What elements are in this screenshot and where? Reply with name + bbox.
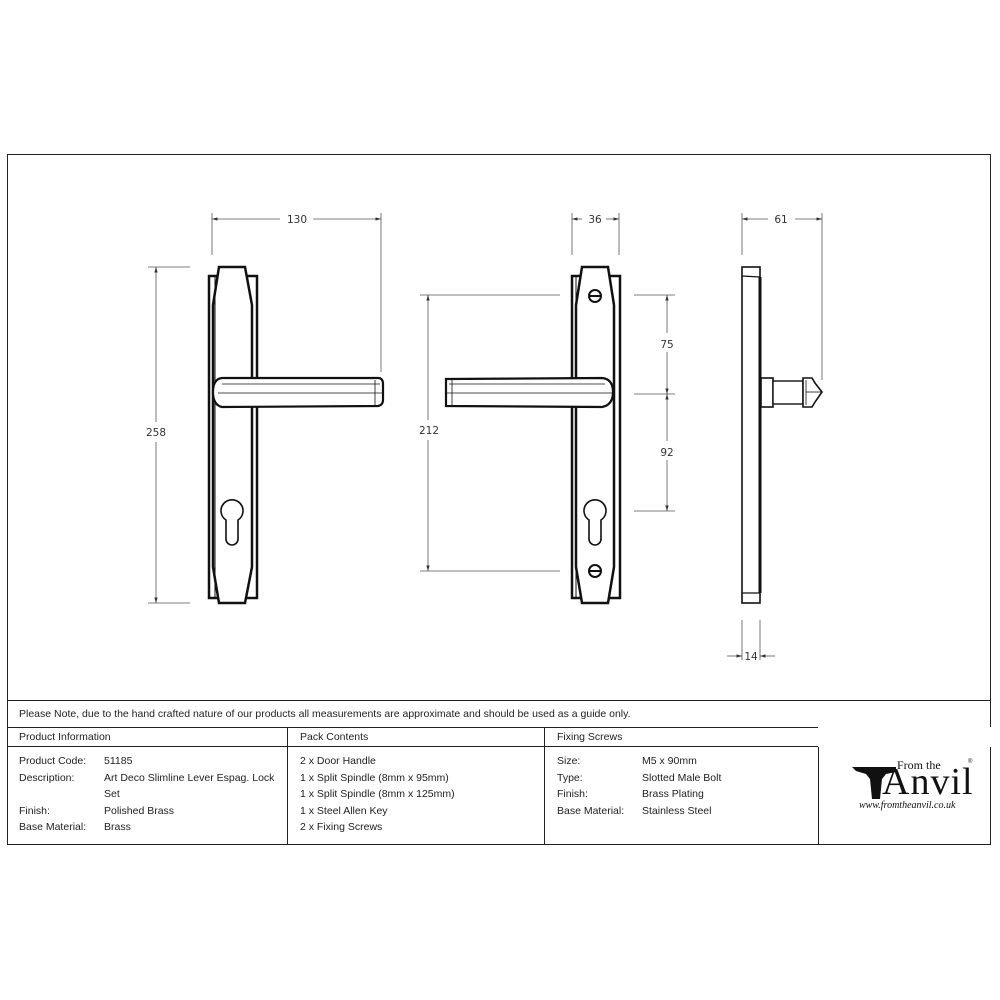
- spec-key: Finish:: [19, 804, 50, 817]
- spec-row: Type: Slotted Male Bolt: [557, 770, 807, 787]
- spec-row: Finish: Polished Brass: [19, 803, 275, 820]
- dim-width-36: 36: [588, 214, 602, 226]
- pack-item: 2 x Fixing Screws: [300, 821, 383, 834]
- column-divider: [818, 727, 819, 845]
- spec-row: Description: Art Deco Slimline Lever Esp…: [19, 770, 275, 803]
- dim-height-258: 258: [146, 427, 166, 439]
- side-view: [741, 266, 823, 604]
- screw-type-value: Slotted Male Bolt: [642, 771, 722, 784]
- dim-lower-92: 92: [660, 447, 673, 459]
- spec-table: Product Information Product Code: 51185 …: [7, 727, 991, 845]
- drawing-frame: [7, 154, 991, 845]
- pack-item: 1 x Split Spindle (8mm x 95mm): [300, 771, 449, 784]
- back-view: [444, 265, 622, 605]
- column-divider: [544, 727, 545, 845]
- logo-header-mask: [818, 727, 991, 747]
- pack-item: 1 x Split Spindle (8mm x 125mm): [300, 788, 455, 801]
- front-view: [207, 265, 385, 605]
- dim-width-130: 130: [287, 214, 307, 226]
- pack-contents-section: Pack Contents 2 x Door Handle 1 x Split …: [288, 727, 544, 845]
- logo-brand: Anvil: [882, 761, 974, 803]
- pack-contents-heading: Pack Contents: [288, 727, 544, 747]
- anvil-icon: [852, 767, 896, 799]
- dim-depth-14: 14: [744, 651, 758, 663]
- measurement-note: Please Note, due to the hand crafted nat…: [7, 700, 991, 728]
- spec-row: Finish: Brass Plating: [557, 786, 807, 803]
- spec-key: Size:: [557, 755, 581, 767]
- spec-key: Product Code:: [19, 755, 87, 767]
- product-information-section: Product Information Product Code: 51185 …: [7, 727, 287, 845]
- logo-from-the: From the: [897, 758, 941, 772]
- base-material-value: Brass: [104, 821, 131, 834]
- pack-item: 1 x Steel Allen Key: [300, 804, 388, 817]
- side-dimensions: [727, 213, 823, 660]
- spec-row: Base Material: Stainless Steel: [557, 803, 807, 820]
- spec-key: Base Material:: [557, 804, 625, 817]
- brand-logo: From the Anvil ® www.fromtheanvil.co.uk: [819, 727, 991, 845]
- pack-item: 2 x Door Handle: [300, 755, 376, 767]
- product-information-heading: Product Information: [7, 727, 287, 747]
- spec-row: Product Code: 51185: [19, 753, 275, 770]
- description-value: Art Deco Slimline Lever Espag. Lock Set: [104, 771, 275, 801]
- fixing-screws-section: Fixing Screws Size: M5 x 90mm Type: Slot…: [545, 727, 819, 845]
- screw-finish-value: Brass Plating: [642, 788, 704, 801]
- fixing-screws-heading: Fixing Screws: [545, 727, 819, 747]
- spec-key: Description:: [19, 771, 75, 784]
- screw-size-value: M5 x 90mm: [642, 755, 697, 767]
- dim-centres-212: 212: [419, 425, 439, 437]
- product-code-value: 51185: [104, 755, 133, 767]
- spec-key: Base Material:: [19, 821, 87, 834]
- spec-key: Finish:: [557, 788, 588, 801]
- dim-projection-61: 61: [774, 214, 787, 226]
- spec-row: Size: M5 x 90mm: [557, 753, 807, 770]
- logo-url: www.fromtheanvil.co.uk: [859, 800, 956, 811]
- dim-upper-75: 75: [660, 339, 673, 351]
- spec-row: Base Material: Brass: [19, 819, 275, 836]
- back-dimensions: [420, 213, 675, 572]
- column-divider: [287, 727, 288, 845]
- screw-material-value: Stainless Steel: [642, 804, 712, 817]
- front-dimensions: [148, 213, 382, 604]
- finish-value: Polished Brass: [104, 804, 175, 817]
- registered-mark: ®: [968, 759, 973, 765]
- spec-key: Type:: [557, 771, 583, 784]
